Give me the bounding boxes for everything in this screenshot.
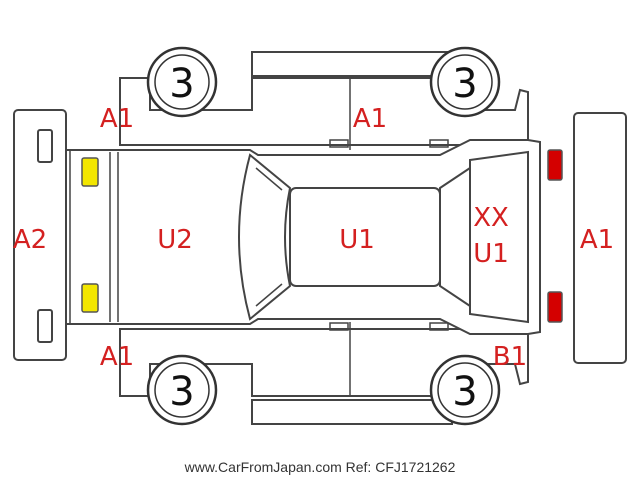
code-rear-glass-line2: U1 — [473, 239, 509, 269]
code-front-right-fender: A1 — [100, 342, 134, 372]
tyre-front-right: 3 — [146, 354, 218, 426]
rear-lamp-bottom — [547, 291, 563, 323]
tyre-rear-left: 3 — [429, 46, 501, 118]
tyre-front-right-rating: 3 — [169, 369, 194, 415]
code-rear-bumper: A1 — [580, 225, 614, 255]
tyre-rear-right-rating: 3 — [452, 369, 477, 415]
rear-lamp-top — [547, 149, 563, 181]
code-rear-glass-line1: XX — [473, 203, 509, 233]
code-left-doors: A1 — [353, 104, 387, 134]
windshield — [238, 153, 292, 321]
rear-bumper — [573, 112, 627, 364]
front-lamp-top — [81, 157, 99, 187]
front-lamp-bottom — [81, 283, 99, 313]
rear-window — [439, 150, 529, 324]
code-hood: U2 — [157, 225, 193, 255]
code-rear-right-quarter: B1 — [493, 342, 527, 372]
tyre-rear-left-rating: 3 — [452, 61, 477, 107]
code-front-left-fender: A1 — [100, 104, 134, 134]
code-roof: U1 — [339, 225, 375, 255]
watermark-reference: www.CarFromJapan.com Ref: CFJ1721262 — [184, 459, 456, 475]
tyre-rear-right: 3 — [429, 354, 501, 426]
tyre-front-left-rating: 3 — [169, 61, 194, 107]
tyre-front-left: 3 — [146, 46, 218, 118]
code-front-bumper: A2 — [13, 225, 47, 255]
